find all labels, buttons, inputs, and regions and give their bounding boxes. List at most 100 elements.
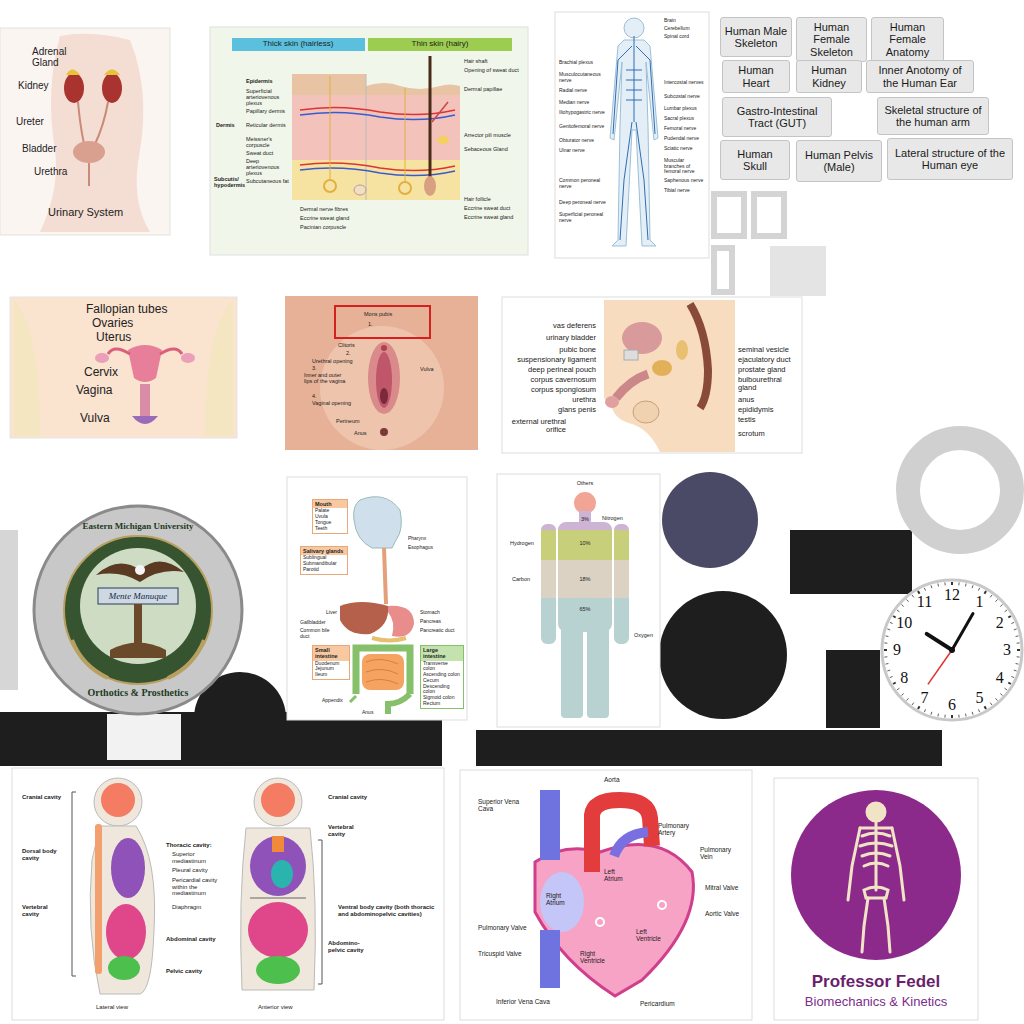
part-label: Inferior Vena Cava: [496, 998, 550, 1005]
part-label: anus: [738, 396, 754, 404]
part-label: Cerebellum: [664, 26, 706, 32]
clock-number: 6: [948, 696, 956, 714]
part-label: vas deferens: [553, 322, 596, 330]
skin-illustration: [432, 102, 448, 122]
digestive-illustration: [287, 477, 467, 720]
collage-decor: [0, 194, 1012, 766]
clock-tick: [912, 595, 914, 597]
clock-number: 11: [917, 593, 932, 611]
nervous-system-illustration: [613, 36, 655, 240]
part-label: Pericardial cavity within the mediastinu…: [172, 877, 228, 897]
part-label: Pulmonary Vein: [700, 846, 744, 860]
body-cavities-illustration: [106, 904, 146, 960]
box-heading: Human Pelvis (Male): [800, 149, 878, 173]
clock-tick: [944, 715, 945, 718]
collage-decor: [790, 530, 912, 594]
box-item: Descending colon: [421, 684, 463, 696]
part-label: Sacral plexus: [664, 116, 706, 122]
clock-tick: [906, 599, 908, 601]
box-heading: Small intestine: [313, 646, 349, 661]
body-cavities-illustration: [111, 838, 145, 898]
clock-tick: [995, 698, 997, 700]
organ-group-box: MouthPalateUvulaTongueTeeth: [312, 499, 348, 534]
part-label: Vaginal opening: [312, 400, 351, 406]
clock-tick: [884, 649, 887, 651]
part-label: Perineum: [336, 418, 360, 424]
part-label: Liver: [326, 610, 337, 616]
body-cavities-illustration: [72, 792, 76, 976]
collage-decor: [662, 472, 758, 568]
clock-tick: [1017, 649, 1020, 651]
body-cavities-illustration: [318, 840, 322, 984]
nervous-system-illustration: [626, 70, 642, 100]
body-cavities-illustration: [250, 836, 306, 896]
box-heading: Human Skull: [724, 148, 786, 172]
part-label: glans penis: [558, 406, 596, 414]
clock-tick: [1008, 616, 1011, 618]
heart-illustration: [592, 800, 652, 872]
clock-tick: [1014, 628, 1017, 630]
part-label: Pelvic cavity: [166, 968, 202, 975]
skin-illustration: [429, 56, 432, 182]
box-heading: Human Male Skeleton: [724, 25, 788, 49]
part-label: Spinal cord: [664, 34, 706, 40]
part-label: Tricuspid Valve: [478, 950, 528, 957]
wall-clock: [949, 647, 955, 653]
clock-tick: [1017, 642, 1020, 643]
clock-number: 2: [996, 614, 1004, 632]
wall-clock: [927, 634, 952, 650]
part-label: Saphenous nerve: [664, 178, 706, 184]
digestive-illustration: [384, 548, 386, 604]
female-reproductive-illustration: [140, 384, 150, 416]
clock-tick: [965, 583, 967, 586]
collage-decor: [770, 246, 826, 296]
part-label: Eccrine sweat gland: [464, 214, 524, 220]
part-label: Ventral body cavity (both thoracic and a…: [338, 904, 438, 917]
part-label: Obturator nerve: [559, 138, 607, 144]
part-label: Hydrogen: [510, 540, 534, 546]
clock-tick: [924, 588, 925, 591]
part-label: Deep peroneal nerve: [559, 200, 607, 206]
body-cavities-illustration: [241, 828, 316, 990]
part-label: Meissner's corpuscle: [246, 136, 290, 148]
logo-illustration: [892, 828, 904, 900]
box-item: Biomechanics & Kinetics: [774, 994, 978, 1009]
male-reproductive-illustration: [502, 297, 802, 453]
part-label: Dorsal body cavity: [22, 848, 66, 861]
part-label: Intercostal nerves: [664, 80, 706, 86]
part-label: Cervix: [84, 366, 118, 379]
body-cavities-illustration: [254, 778, 302, 826]
box-heading: Inner Anotomy of the Human Ear: [870, 64, 970, 88]
urinary-illustration: [102, 73, 122, 103]
clock-tick: [958, 582, 959, 585]
logo-illustration: [774, 778, 978, 1020]
logo-illustration: [867, 803, 885, 821]
vulva-illustration: [335, 306, 430, 338]
body-cavities-illustration: [95, 824, 102, 974]
box-item: Transverse colon: [421, 661, 463, 673]
collage-decor: [0, 530, 18, 690]
nervous-system-illustration: [624, 18, 644, 38]
part-label: Subcutis/ hypodermis: [214, 176, 244, 188]
skin-illustration: [300, 112, 455, 119]
logo-illustration: [864, 887, 888, 898]
body-cavities-illustration: [12, 768, 444, 1020]
part-label: Ulnar nerve: [559, 148, 607, 154]
urinary-illustration: [73, 141, 105, 163]
vulva-illustration: [368, 342, 400, 414]
clock-tick: [995, 599, 997, 601]
university-coin: [134, 604, 142, 644]
skin-illustration: [292, 74, 366, 95]
female-reproductive-illustration: [160, 349, 182, 354]
part-label: Dermis: [216, 122, 235, 128]
part-label: Left Ventricle: [636, 928, 670, 942]
clock-tick: [1011, 676, 1014, 677]
clock-tick: [897, 610, 899, 612]
clock-tick: [1008, 683, 1011, 685]
digestive-illustration: [287, 477, 467, 720]
part-label: Vertebral cavity: [328, 824, 372, 837]
male-reproductive-illustration: [622, 322, 662, 354]
clock-tick: [918, 591, 920, 594]
skin-illustration: [292, 95, 460, 160]
vulva-illustration: [380, 428, 388, 436]
